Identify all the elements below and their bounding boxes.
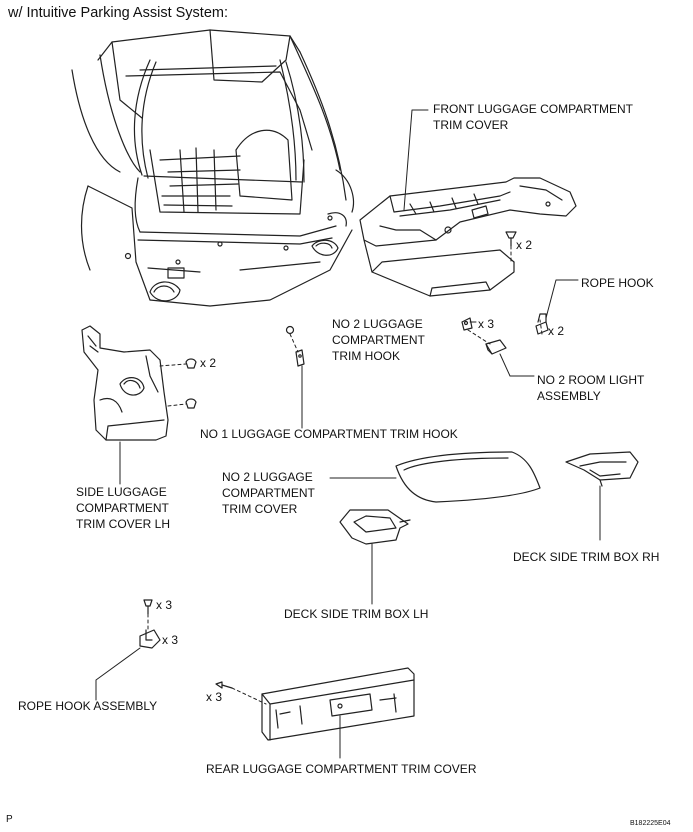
qty-front-cover-clip: x 2 xyxy=(516,238,533,252)
label-front-trim-cover-line2: TRIM COVER xyxy=(433,118,509,132)
qty-side-cover-clip: x 2 xyxy=(200,356,217,370)
rear-trim-cover-part xyxy=(261,667,415,741)
side-cover-clip-icon xyxy=(185,358,197,409)
qty-rope-hook-bolt: x 3 xyxy=(156,598,173,612)
deck-side-trim-box-lh-part xyxy=(339,509,411,545)
qty-no2-hook-clip: x 3 xyxy=(478,317,495,331)
rear-cover-clip-icon xyxy=(215,681,233,689)
label-deck-side-trim-box-rh: DECK SIDE TRIM BOX RH xyxy=(513,550,660,564)
vehicle-rear-illustration xyxy=(71,29,355,307)
front-cover-clip-icon xyxy=(505,231,517,247)
label-no2-trim-cover-line1: NO 2 LUGGAGE xyxy=(222,470,313,484)
figure-code: B182225E04 xyxy=(630,820,671,827)
rope-hook-assembly-part xyxy=(139,599,161,649)
label-no2-trim-hook-line3: TRIM HOOK xyxy=(332,349,400,363)
label-no2-trim-hook-line1: NO 2 LUGGAGE xyxy=(332,317,423,331)
label-side-trim-cover-lh-line2: COMPARTMENT xyxy=(76,501,169,515)
qty-rope-hook-nut: x 3 xyxy=(162,633,179,647)
label-no2-trim-cover-line2: COMPARTMENT xyxy=(222,486,315,500)
leader-lines xyxy=(95,109,601,759)
label-no2-room-light-line2: ASSEMBLY xyxy=(537,389,601,403)
label-front-trim-cover-line1: FRONT LUGGAGE COMPARTMENT xyxy=(433,102,634,116)
label-no2-trim-cover-line3: TRIM COVER xyxy=(222,502,298,516)
deck-side-trim-box-rh-part xyxy=(565,451,639,487)
front-trim-cover-part xyxy=(359,177,577,297)
side-trim-cover-lh-part xyxy=(81,325,169,441)
no2-trim-hook-icon xyxy=(461,317,473,331)
qty-rear-cover-clip: x 3 xyxy=(206,690,223,704)
label-rear-trim-cover: REAR LUGGAGE COMPARTMENT TRIM COVER xyxy=(206,762,477,776)
label-side-trim-cover-lh-line3: TRIM COVER LH xyxy=(76,517,171,531)
no2-room-light-icon xyxy=(485,339,507,355)
label-no1-trim-hook: NO 1 LUGGAGE COMPARTMENT TRIM HOOK xyxy=(200,427,458,441)
label-no2-room-light-line1: NO 2 ROOM LIGHT xyxy=(537,373,645,387)
label-deck-side-trim-box-lh: DECK SIDE TRIM BOX LH xyxy=(284,607,429,621)
no2-trim-cover-part xyxy=(395,451,541,503)
label-rope-hook-assembly: ROPE HOOK ASSEMBLY xyxy=(18,699,158,713)
corner-mark: P xyxy=(6,814,13,825)
label-no2-trim-hook-line2: COMPARTMENT xyxy=(332,333,425,347)
label-side-trim-cover-lh-line1: SIDE LUGGAGE xyxy=(76,485,167,499)
installation-guide-lines xyxy=(147,245,543,705)
diagram-title: w/ Intuitive Parking Assist System: xyxy=(8,5,228,21)
label-rope-hook: ROPE HOOK xyxy=(581,276,654,290)
qty-rope-hook-clip: x 2 xyxy=(548,324,565,338)
